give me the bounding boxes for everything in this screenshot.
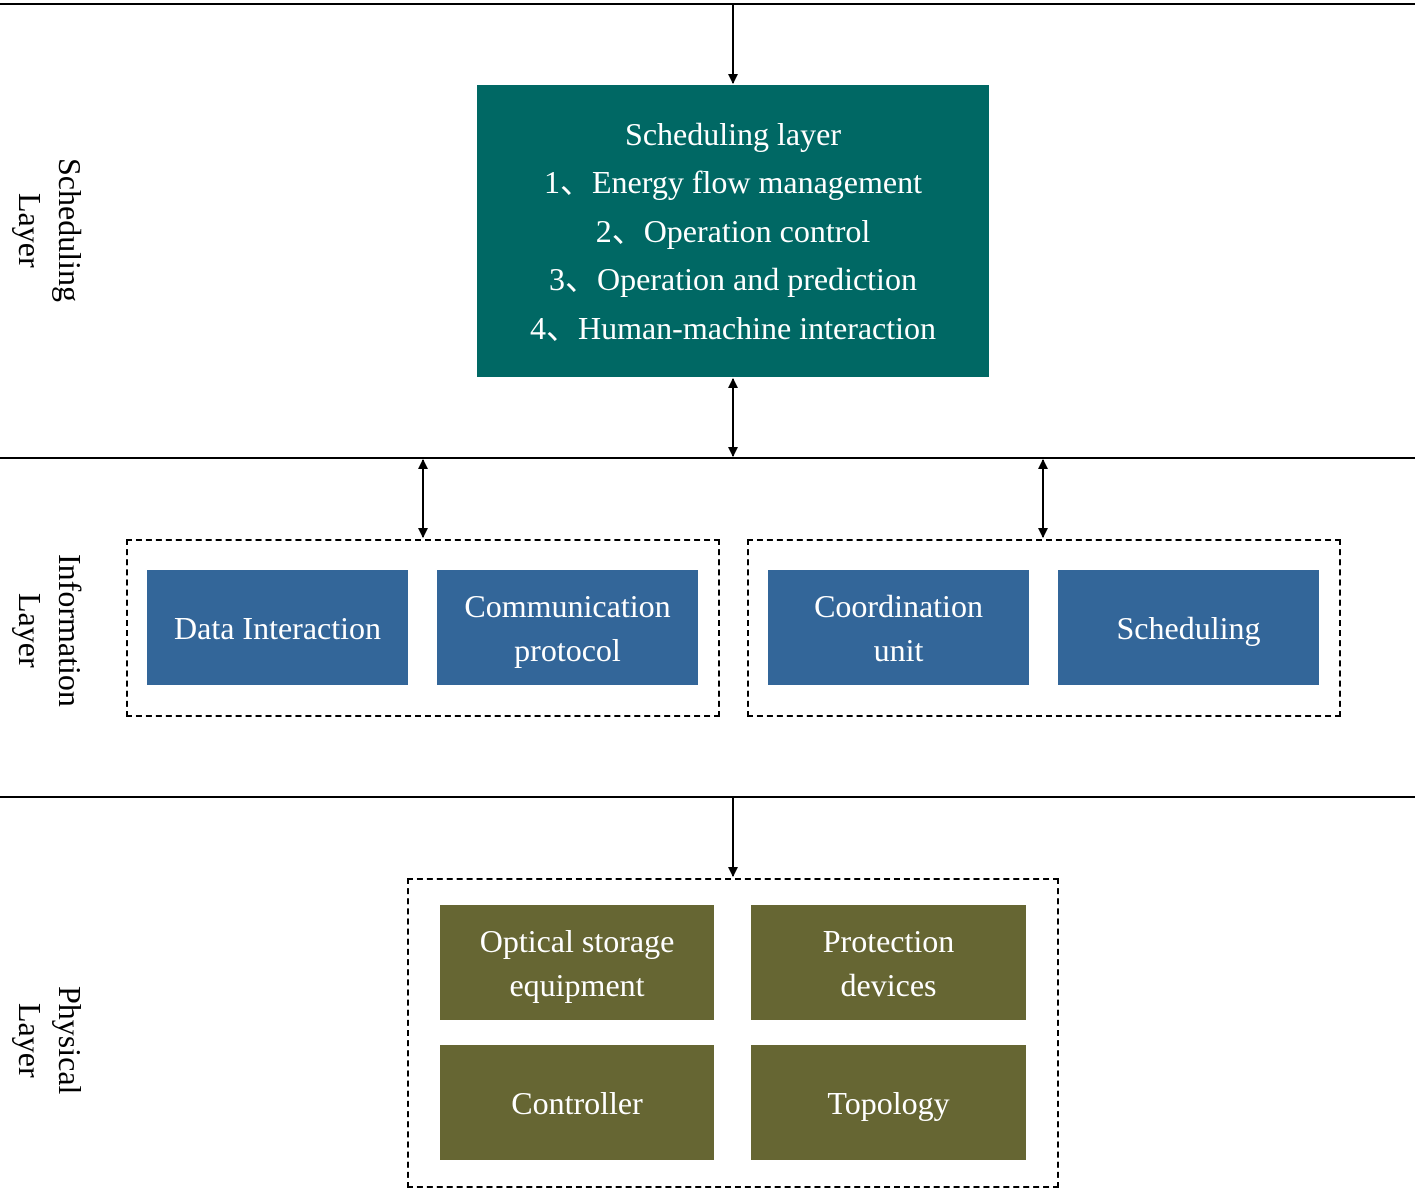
scheduling-box: Scheduling — [1058, 570, 1319, 685]
scheduling-item-3: 3、Operation and prediction — [549, 261, 917, 298]
scheduling-box-title: Scheduling layer — [625, 115, 841, 152]
information-physical-separator-line — [0, 796, 1415, 798]
data-interaction-box: Data Interaction — [147, 570, 408, 685]
scheduling-layer-box: Scheduling layer 1、Energy flow managemen… — [477, 85, 989, 377]
scheduling-item-4: 4、Human-machine interaction — [529, 309, 937, 346]
scheduling-item-2: 2、Operation control — [595, 212, 871, 249]
scheduling-layer-label: Scheduling Layer — [12, 158, 88, 302]
information-right-group — [747, 539, 1341, 717]
information-layer-label: Information Layer — [12, 553, 88, 707]
scheduling-information-separator-line — [0, 457, 1415, 459]
controller-box: Controller — [440, 1045, 714, 1160]
protection-devices-box: Protection devices — [751, 905, 1026, 1020]
top-separator-line — [0, 3, 1415, 5]
physical-group — [407, 878, 1059, 1188]
communication-protocol-box: Communication protocol — [437, 570, 698, 685]
scheduling-item-1: 1、Energy flow management — [544, 164, 922, 201]
coordination-unit-box: Coordination unit — [768, 570, 1029, 685]
information-left-group — [126, 539, 720, 717]
physical-layer-label: Physical Layer — [12, 985, 88, 1095]
optical-storage-equipment-box: Optical storage equipment — [440, 905, 714, 1020]
topology-box: Topology — [751, 1045, 1026, 1160]
